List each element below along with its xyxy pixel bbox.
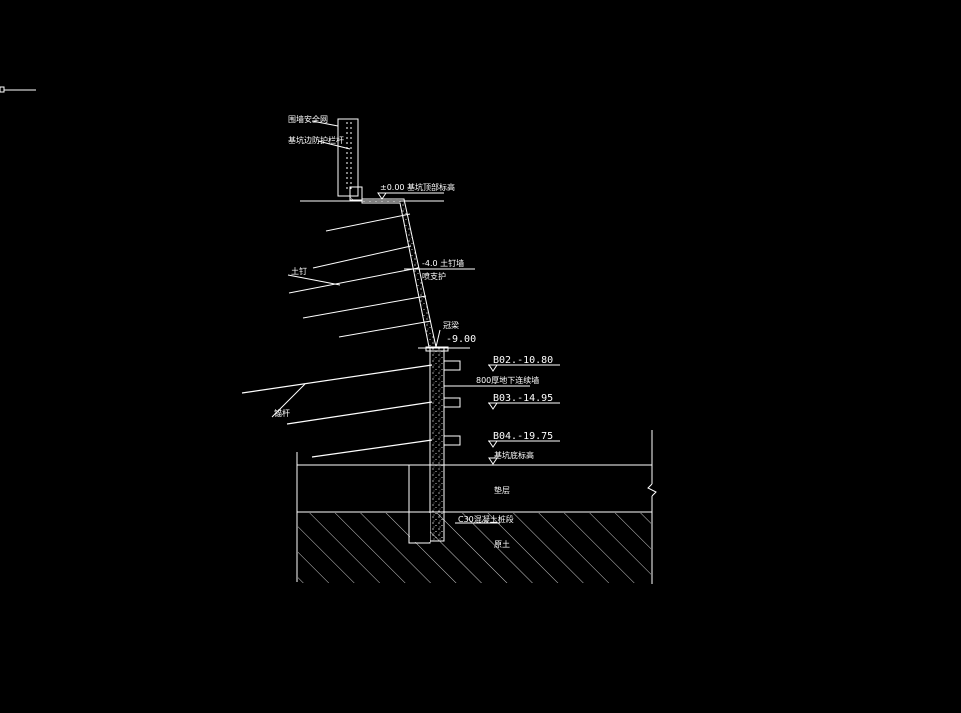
label-slope-level: -4.0 土钉墙: [422, 258, 464, 268]
label-level-9: -9.00: [446, 334, 476, 345]
label-top-level: ±0.00 基坑顶部标高: [380, 182, 455, 192]
pit-structure: [296, 430, 657, 584]
label-pile-note: C30混凝土桩段: [458, 514, 514, 524]
label-anchor: 锚杆: [274, 408, 290, 418]
label-slope-support: 喷支护: [422, 271, 446, 281]
label-rail-top: 围墙安全网: [288, 114, 328, 124]
ucs-marker: [0, 86, 36, 93]
label-wall-note: 800厚地下连续墙: [476, 375, 539, 385]
guard-rail: [337, 118, 363, 201]
label-soil: 原土: [494, 539, 510, 549]
label-b03: B03.-14.95: [493, 393, 553, 404]
label-cushion: 垫层: [494, 485, 510, 495]
label-crown-beam: 冠梁: [443, 321, 459, 330]
soil-nails: [288, 213, 432, 338]
label-b04: B04.-19.75: [493, 431, 553, 442]
label-b02: B02.-10.80: [493, 355, 553, 366]
anchors: [241, 360, 461, 458]
label-rail-side: 基坑边防护栏杆: [288, 135, 344, 145]
label-pit-bottom: 基坑底标高: [494, 450, 534, 460]
annotations: [271, 120, 560, 524]
label-soil-nail: 土钉: [291, 266, 307, 276]
